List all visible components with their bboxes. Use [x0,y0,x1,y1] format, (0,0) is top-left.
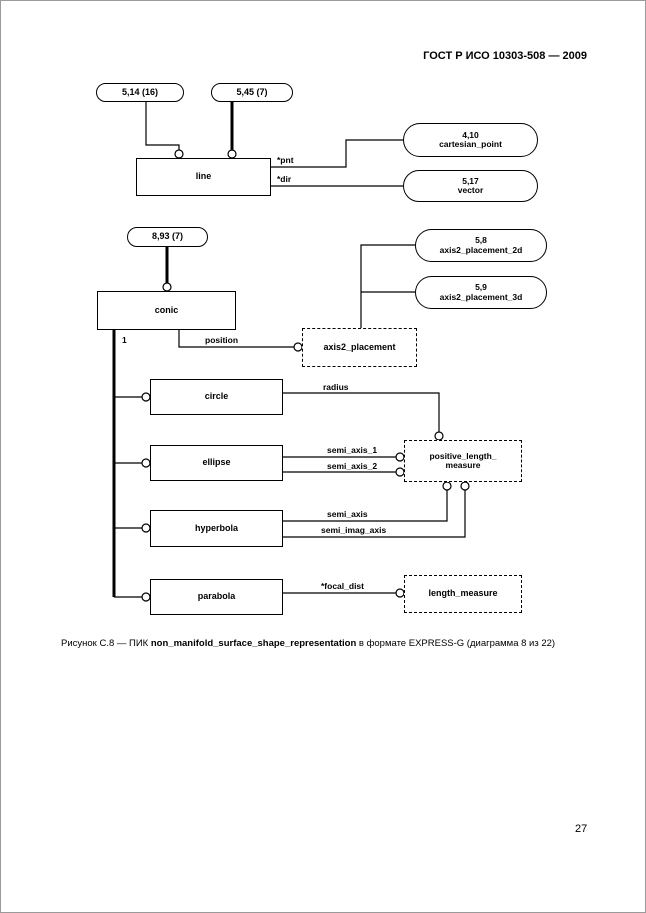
type-length-measure: length_measure [404,575,522,613]
caption-suffix: в формате EXPRESS-G (диаграмма 8 из 22) [356,638,556,649]
connector-axis2placement-to-2d [360,244,415,328]
entity-conic: conic [97,291,236,330]
rel-circle [141,592,151,602]
page-ref-label: 5,14 (16) [121,86,159,97]
attr-label-pnt: *pnt [277,155,294,165]
ref-name: axis2_placement_2d [439,244,523,255]
entity-hyperbola: hyperbola [150,510,283,547]
entity-line: line [136,158,271,196]
caption-entity-name: non_manifold_surface_shape_representatio… [150,638,357,649]
rel-circle [442,481,452,491]
page-ref-5-45: 5,45 (7) [211,83,293,102]
entity-label: ellipse [202,457,231,468]
type-label: measure [445,460,481,470]
figure-caption: Рисунок С.8 — ПИК non_manifold_surface_s… [61,638,555,649]
rel-circle [141,523,151,533]
attr-label-focal-dist: *focal_dist [321,581,364,591]
page-ref-label: 5,45 (7) [236,86,268,97]
attr-label-semi-axis-1: semi_axis_1 [327,445,378,455]
attr-label-radius: radius [323,382,349,392]
ref-name: cartesian_point [439,139,502,149]
entity-label: circle [204,391,229,402]
rel-circle [141,392,151,402]
page-number: 27 [575,823,588,835]
rel-circle [460,481,470,491]
entity-label: conic [154,304,179,315]
rel-circle [174,149,184,159]
attr-label-semi-axis: semi_axis [327,509,368,519]
entity-parabola: parabola [150,579,283,615]
external-ref-cartesian-point: 4,10 cartesian_point [403,123,538,157]
ref-page: 5,8 [475,235,487,246]
ref-page: 5,9 [475,282,487,293]
rel-circle [162,282,172,292]
entity-label: line [195,171,212,182]
document-header: ГОСТ Р ИСО 10303-508 — 2009 [423,50,587,62]
ref-name: axis2_placement_3d [439,291,523,302]
ref-page: 4,10 [462,129,479,140]
connector-ref514-to-line [145,102,180,150]
attr-label-dir: *dir [277,174,292,184]
external-ref-axis2-placement-2d: 5,8 axis2_placement_2d [415,229,547,262]
page-ref-5-14: 5,14 (16) [96,83,184,102]
entity-label: hyperbola [194,522,238,533]
rel-circle [141,458,151,468]
rel-circle [434,431,444,441]
select-axis2-placement: axis2_placement [302,328,417,367]
select-label: axis2_placement [323,341,396,352]
supertype-constraint-label: 1 [122,335,127,345]
ref-page: 5,17 [462,175,479,186]
type-positive-length-measure: positive_length_ measure [404,440,522,482]
connector-subtype-branches [114,396,142,598]
type-label: length_measure [428,588,498,599]
entity-label: parabola [197,591,236,602]
attr-label-semi-imag-axis: semi_imag_axis [321,525,387,535]
entity-circle: circle [150,379,283,415]
ref-name: vector [457,185,484,195]
page-ref-label: 8,93 (7) [151,231,184,242]
rel-circle [227,149,237,159]
rel-circle [395,467,405,477]
external-ref-axis2-placement-3d: 5,9 axis2_placement_3d [415,276,547,309]
rel-circle [395,452,405,462]
connector-circle-radius [283,392,440,432]
external-ref-vector: 5,17 vector [403,170,538,202]
rel-circle [293,342,303,352]
type-label: positive_length_ [429,450,497,461]
page-ref-8-93: 8,93 (7) [127,227,208,247]
caption-prefix: Рисунок С.8 — ПИК [61,638,151,649]
attr-label-position: position [205,335,239,345]
entity-ellipse: ellipse [150,445,283,481]
rel-circle [395,588,405,598]
attr-label-semi-axis-2: semi_axis_2 [327,461,378,471]
